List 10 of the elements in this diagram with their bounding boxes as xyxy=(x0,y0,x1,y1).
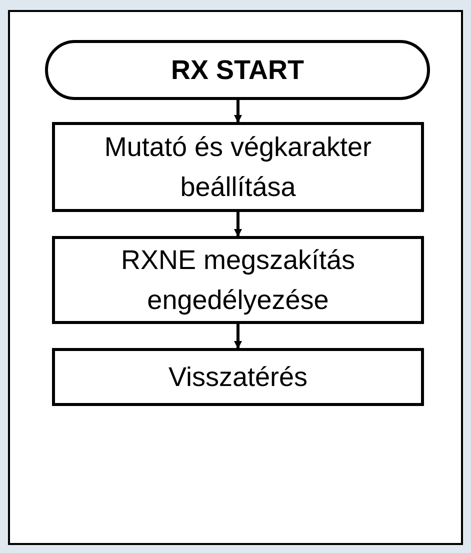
node-label: RX START xyxy=(171,54,304,87)
arrow xyxy=(234,324,242,349)
node-label: RXNE megszakítás engedélyezése xyxy=(120,244,356,317)
process-box xyxy=(52,122,424,212)
process-box xyxy=(52,348,424,406)
arrow xyxy=(234,100,242,123)
node-label: Mutató és végkarakter beállítása xyxy=(103,131,373,204)
arrow xyxy=(234,212,242,237)
process-box xyxy=(52,236,424,324)
node-label: Visszatérés xyxy=(168,361,308,394)
